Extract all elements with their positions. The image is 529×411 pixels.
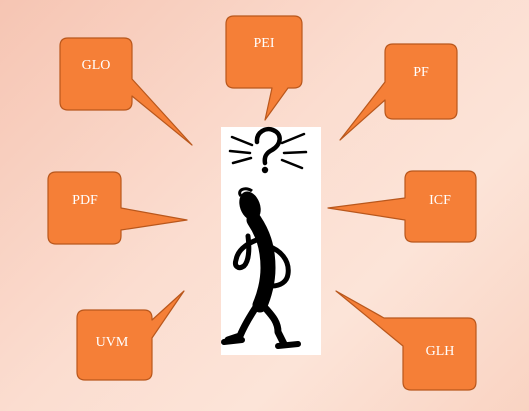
stick-figure-icon — [221, 187, 301, 349]
bubble-pdf: PDF — [47, 171, 188, 245]
bubble-glh-shape — [335, 290, 477, 391]
bubble-pf: PF — [339, 43, 458, 141]
question-mark-icon — [228, 126, 308, 174]
bubble-glh-label: GLH — [426, 344, 455, 359]
bubble-icf: ICF — [327, 170, 477, 243]
bubble-glo: GLO — [59, 37, 193, 146]
bubble-pf-label: PF — [413, 65, 429, 80]
bubble-uvm-label: UVM — [96, 335, 129, 350]
bubble-pdf-label: PDF — [72, 193, 98, 208]
bubble-uvm-shape — [76, 290, 185, 381]
bubble-glo-shape — [59, 37, 193, 146]
bubble-uvm: UVM — [76, 290, 185, 381]
bubble-glh: GLH — [335, 290, 477, 391]
bubble-icf-label: ICF — [429, 193, 451, 208]
bubble-pf-shape — [339, 43, 458, 141]
bubble-pei: PEI — [225, 15, 303, 121]
bubble-pei-shape — [225, 15, 303, 121]
bubble-glo-label: GLO — [82, 58, 111, 73]
bubble-pei-label: PEI — [254, 36, 275, 51]
bubble-pdf-shape — [47, 171, 188, 245]
center-figure — [221, 126, 321, 355]
bubble-icf-shape — [327, 170, 477, 243]
